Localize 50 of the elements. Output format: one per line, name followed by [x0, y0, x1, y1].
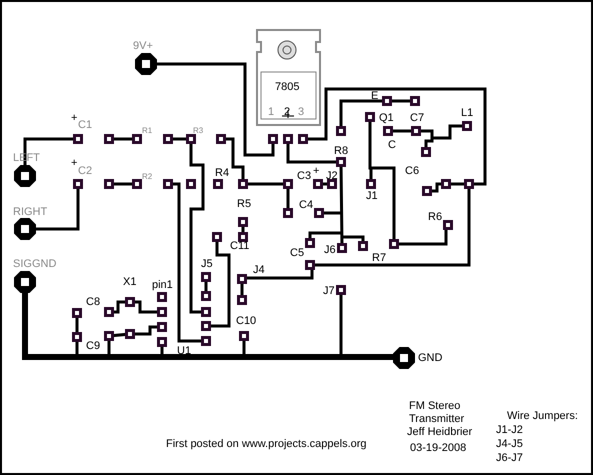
component-label: Q1	[379, 112, 394, 124]
author-name: Jeff Heidbrier	[407, 426, 472, 438]
component-label: R6	[428, 211, 442, 223]
component-label: E	[371, 90, 378, 102]
component-label: C8	[86, 296, 100, 308]
jumper-list-item: J1-J2	[496, 424, 523, 436]
component-label: J5	[201, 258, 213, 270]
component-label: J7	[323, 285, 335, 297]
board-title: FM Stereo Transmitter	[409, 400, 466, 426]
jumper-list-item: J4-J5	[496, 438, 523, 450]
component-label: pin1	[152, 279, 173, 291]
pin-number: 3	[298, 106, 304, 118]
component-label: R4	[215, 167, 230, 179]
terminal-label: SIGGND	[13, 258, 56, 270]
component-label: U1	[177, 345, 192, 357]
component-label: J1	[366, 190, 378, 202]
polarity-mark: +	[313, 165, 320, 177]
component-label: R3	[193, 126, 204, 135]
component-label: X1	[123, 276, 136, 288]
component-label: C4	[299, 199, 314, 211]
component-label: J6	[324, 244, 336, 256]
component-label: C3	[297, 170, 312, 182]
component-label: J4	[253, 264, 265, 276]
terminal-label: GND	[418, 352, 442, 364]
date-text: 03-19-2008	[410, 442, 466, 454]
jumper-list-heading: Wire Jumpers:	[507, 410, 578, 422]
polarity-mark: +	[71, 112, 78, 124]
component-label: C9	[86, 340, 100, 352]
component-label: C	[388, 139, 396, 151]
terminal-label: RIGHT	[13, 206, 48, 218]
component-label: C6	[405, 165, 420, 177]
component-label: L1	[461, 107, 474, 119]
component-label: J2	[326, 170, 338, 182]
component-label: C11	[230, 240, 250, 252]
component-label: C7	[410, 112, 424, 124]
footer-note: First posted on www.projects.cappels.org	[166, 438, 367, 450]
part-number: 7805	[275, 81, 300, 93]
component-label: R2	[142, 172, 152, 181]
component-label: C10	[236, 315, 256, 327]
component-label: R7	[372, 252, 386, 264]
terminal-label: 9V+	[133, 40, 153, 52]
component-label: C2	[78, 165, 92, 177]
component-label: R8	[334, 145, 348, 157]
component-label: R1	[142, 126, 152, 135]
component-label: C1	[78, 119, 92, 131]
pin-number: 1	[268, 106, 274, 118]
component-label: R5	[237, 198, 252, 210]
jumper-list-item: J6-J7	[496, 452, 523, 464]
component-label: C5	[290, 247, 304, 259]
polarity-mark: +	[71, 157, 78, 169]
